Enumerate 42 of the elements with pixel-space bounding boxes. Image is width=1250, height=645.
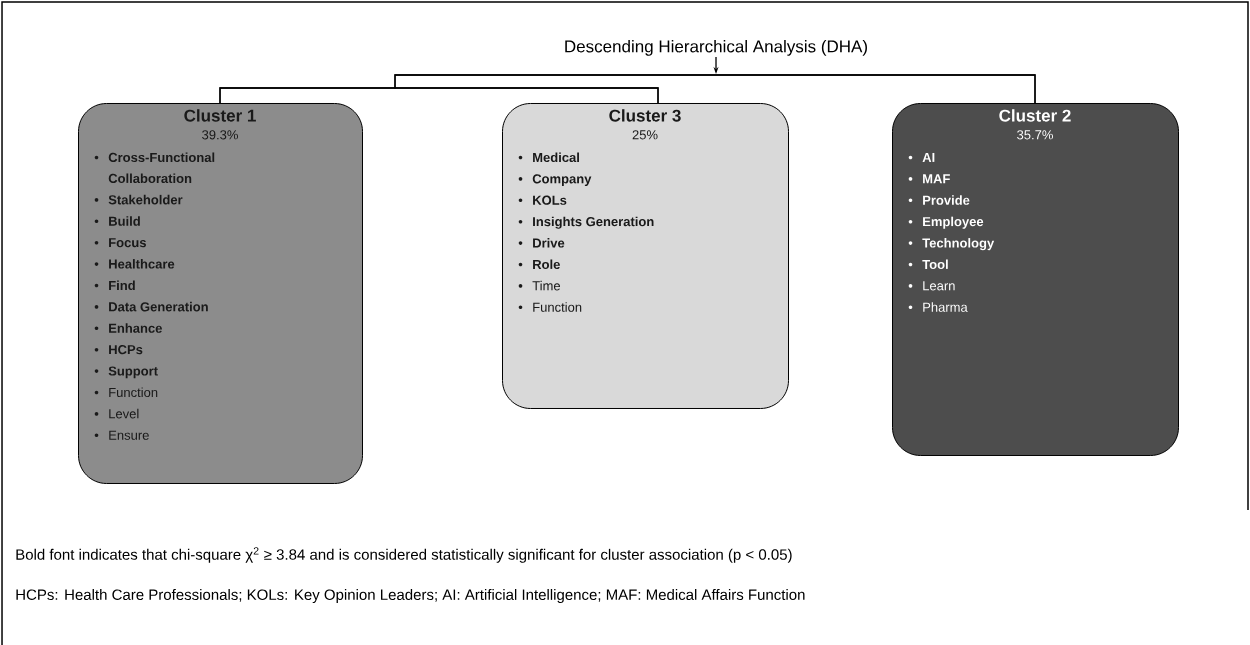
list-item: Focus: [94, 238, 146, 248]
list-item: Stakeholder: [94, 194, 183, 205]
list-item: Employee: [908, 216, 984, 229]
list-item: Learn: [908, 281, 955, 291]
percentage-label: 25%: [632, 130, 658, 140]
list-item: AI: [908, 152, 935, 162]
list-item: Function: [518, 302, 582, 312]
cluster-box: [502, 103, 789, 409]
list-item: Time: [518, 280, 561, 291]
note-text: HCPs: Health Care Professionals; KOLs: Key Opinion Leaders; AI: Artificial Intelligence; MAF: Medical Affairs Function: [16, 589, 805, 603]
list-item: Tool: [908, 259, 948, 269]
list-item: Insights Generation: [518, 216, 654, 229]
list-item: Data Generation: [94, 301, 208, 312]
list-item: Enhance: [94, 323, 162, 333]
list-item: KOLs: [518, 195, 567, 205]
list-item: Technology: [908, 238, 995, 251]
list-item: Level: [94, 408, 139, 419]
list-item: Pharma: [908, 302, 968, 312]
list-item: MAF: [908, 174, 950, 184]
list-item: Cross-Functional Collaboration: [94, 152, 215, 183]
list-item: Support: [94, 366, 158, 379]
cluster-heading: Cluster 1: [184, 109, 256, 122]
list-item: Provide: [908, 195, 970, 205]
diagram-title: Descending Hierarchical Analysis (DHA): [565, 39, 867, 56]
cluster-box: [78, 103, 363, 484]
list-item: Ensure: [94, 430, 149, 440]
connector-line: [394, 74, 1036, 104]
note-text: Bold font indicates that chi-square χ$^{2}$ ≥ 3.84 and is considered statistically significant for cluster association (p < 0.05): [16, 547, 792, 563]
percentage-label: 39.3%: [202, 130, 238, 140]
list-item: Medical: [518, 152, 579, 162]
cluster-heading: Cluster 3: [609, 109, 681, 122]
cluster-box: [892, 103, 1179, 456]
list-item: Drive: [518, 238, 565, 248]
list-item: Find: [94, 280, 135, 290]
cluster-heading: Cluster 2: [999, 109, 1071, 122]
list-item: Healthcare: [94, 259, 175, 269]
list-item: HCPs: [94, 345, 143, 355]
list-item: Company: [518, 174, 592, 186]
list-item: Function: [94, 387, 158, 397]
percentage-label: 35.7%: [1017, 130, 1053, 140]
list-item: Role: [518, 259, 560, 269]
list-item: Build: [94, 216, 140, 226]
